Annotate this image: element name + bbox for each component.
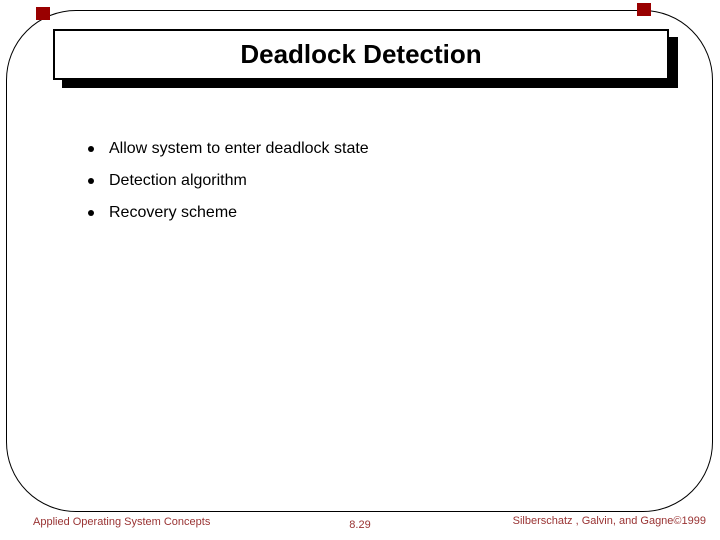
- bullet-text: Recovery scheme: [109, 204, 238, 221]
- footer-page-number: 8.29: [349, 519, 371, 531]
- footer-authors: Silberschatz , Galvin, and Gagne©1999: [512, 515, 706, 527]
- red-corner-square-left: [36, 7, 50, 20]
- slide-rounded-border: [6, 10, 713, 512]
- bullet-dot-icon: [88, 178, 94, 184]
- red-corner-square-right: [637, 3, 651, 16]
- footer-book-title: Applied Operating System Concepts: [33, 516, 211, 528]
- title-box: Deadlock Detection: [53, 29, 669, 80]
- bullet-dot-icon: [88, 146, 94, 152]
- list-item: Recovery scheme: [88, 197, 369, 229]
- bullet-text: Detection algorithm: [109, 172, 247, 189]
- list-item: Allow system to enter deadlock state: [88, 133, 369, 165]
- slide-title: Deadlock Detection: [240, 39, 482, 69]
- bullet-text: Allow system to enter deadlock state: [109, 140, 369, 157]
- bullet-list: Allow system to enter deadlock state Det…: [88, 133, 369, 229]
- bullet-dot-icon: [88, 210, 94, 216]
- list-item: Detection algorithm: [88, 165, 369, 197]
